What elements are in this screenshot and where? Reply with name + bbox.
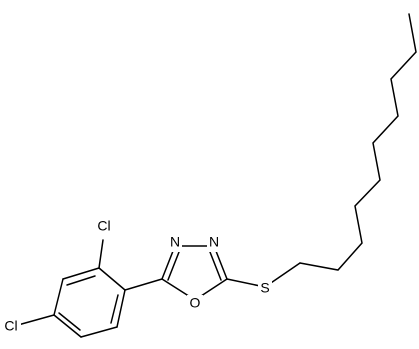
bond-cl-left xyxy=(17,314,55,326)
label-bg-cl-top xyxy=(94,217,114,237)
atom-cl-left: Cl xyxy=(4,318,17,334)
bond-ring-3 xyxy=(80,326,118,338)
bond-ring-2-inner xyxy=(110,294,119,324)
atom-s: S xyxy=(260,280,269,296)
atom-o: O xyxy=(190,295,201,311)
bond-aryl-oxadiazole xyxy=(124,278,163,291)
bond-ring-5 xyxy=(53,278,64,316)
decyl-chain xyxy=(299,13,417,271)
bond-oxa-n4-c5-inner xyxy=(209,251,222,281)
label-bg-cl-left xyxy=(1,317,21,337)
bond-oxa-c2-n3-inner xyxy=(167,251,180,281)
bond-ring-6 xyxy=(62,267,100,280)
atom-n1: N xyxy=(170,234,180,250)
label-bg-o xyxy=(187,295,203,313)
bond-ring-4 xyxy=(53,314,82,338)
label-bg-n2 xyxy=(207,234,221,252)
atom-n2: N xyxy=(209,234,219,250)
label-bg-s xyxy=(258,280,272,298)
bonds xyxy=(17,13,417,338)
atom-labels: Cl Cl N N O S xyxy=(1,217,272,337)
bond-cl-top xyxy=(98,239,104,269)
bond-ring-6-inner xyxy=(66,275,96,286)
bond-ring-1 xyxy=(98,267,126,291)
atom-cl-top: Cl xyxy=(97,218,110,234)
bond-ring-4-inner xyxy=(58,312,81,331)
label-bg-n1 xyxy=(168,234,182,252)
bond-ring-2 xyxy=(116,289,126,328)
